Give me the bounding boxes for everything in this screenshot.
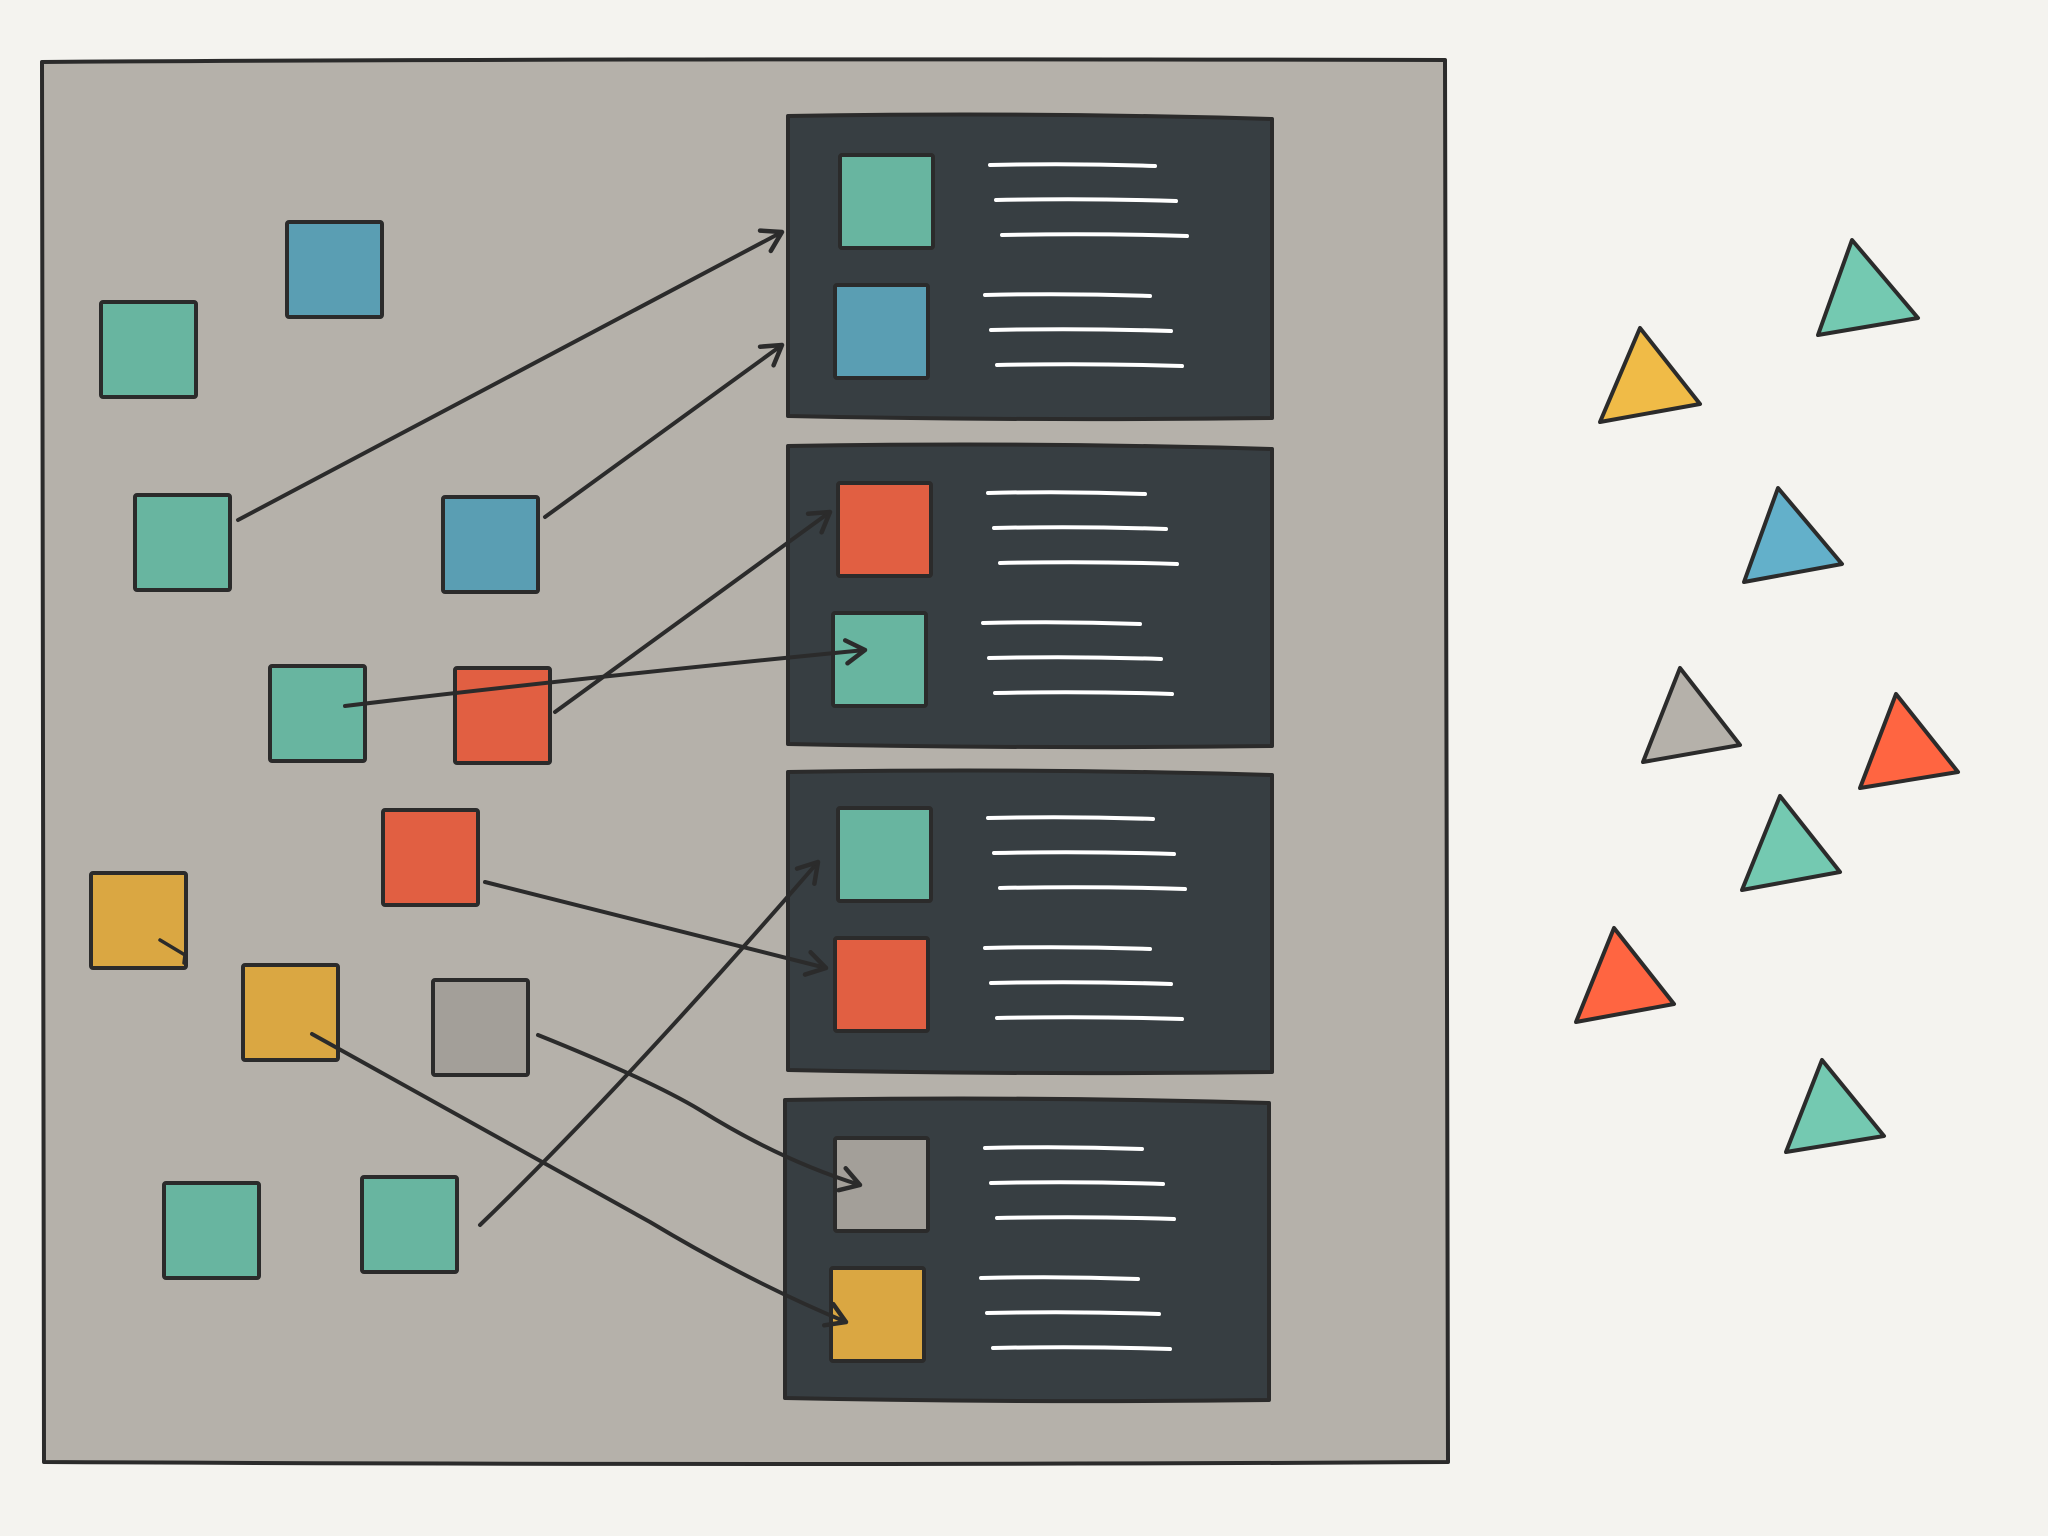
text-line	[991, 1345, 1172, 1351]
connection-arrow	[343, 638, 868, 708]
text-line	[993, 690, 1174, 696]
triangle-blue	[1742, 486, 1844, 584]
text-line	[983, 1145, 1144, 1151]
triangle-red	[1574, 926, 1676, 1024]
arrow-line	[543, 343, 784, 519]
text-line	[995, 362, 1184, 368]
item-square-blue	[441, 495, 540, 594]
arrow-line	[478, 860, 820, 1227]
arrow-line	[483, 880, 828, 970]
text-line	[979, 1275, 1140, 1281]
card-slot-teal	[838, 153, 935, 250]
arrow-head	[842, 638, 868, 666]
text-line	[985, 1310, 1161, 1316]
arrow-line	[236, 230, 784, 522]
card-slot-red	[836, 481, 933, 578]
connection-arrow	[478, 859, 821, 1227]
arrow-line	[310, 1032, 848, 1324]
text-line	[998, 885, 1187, 891]
arrow-head	[821, 1301, 849, 1328]
item-square-teal	[133, 493, 232, 592]
card-stack	[783, 112, 1274, 1404]
arrow-head	[794, 859, 821, 886]
connection-arrow	[543, 342, 785, 519]
text-line	[986, 815, 1155, 821]
arrow-head	[836, 1166, 863, 1193]
text-line	[983, 945, 1152, 951]
text-line	[995, 1015, 1184, 1021]
triangle-gray	[1641, 666, 1742, 764]
item-square-red	[381, 808, 480, 907]
text-line	[988, 162, 1157, 168]
outside-triangles	[1574, 238, 1960, 1154]
connection-arrow	[536, 1033, 863, 1193]
triangle-teal	[1740, 794, 1842, 892]
card-slot-teal	[836, 806, 933, 903]
text-line	[992, 850, 1176, 856]
item-square-yellow	[241, 963, 340, 1062]
triangle-yellow	[1598, 326, 1702, 424]
text-line	[992, 525, 1168, 531]
triangle-teal	[1816, 238, 1920, 337]
item-square-teal	[268, 664, 367, 763]
item-square-teal	[162, 1181, 261, 1280]
text-line	[981, 620, 1142, 626]
connection-arrows	[236, 228, 868, 1328]
arrow-head	[802, 950, 829, 977]
connection-arrow	[236, 228, 785, 522]
connection-arrow	[310, 1032, 849, 1328]
item-doodle	[158, 938, 187, 965]
arrow-line	[536, 1033, 862, 1187]
item-square-yellow	[89, 871, 188, 970]
text-line	[983, 292, 1152, 298]
text-line	[989, 327, 1173, 333]
triangle-teal	[1784, 1058, 1886, 1154]
text-line	[989, 980, 1173, 986]
item-square-teal	[360, 1175, 459, 1274]
triangle-red	[1858, 692, 1960, 790]
text-line	[1000, 232, 1189, 238]
item-square-teal	[99, 300, 198, 399]
text-line	[989, 1180, 1165, 1186]
arrow-head	[757, 228, 785, 254]
text-line	[987, 655, 1163, 661]
text-line	[986, 490, 1147, 496]
card-slot-gray	[833, 1136, 930, 1233]
text-line	[994, 197, 1178, 203]
arrow-head	[805, 509, 833, 535]
arrow-head	[757, 342, 785, 368]
arrow-line	[343, 648, 867, 708]
card-slot-red	[833, 936, 930, 1033]
item-square-gray	[431, 978, 530, 1077]
text-line	[998, 560, 1179, 566]
card-slot-teal	[831, 611, 928, 708]
item-square-blue	[285, 220, 384, 319]
connection-arrow	[483, 880, 829, 977]
card-slot-yellow	[829, 1266, 926, 1363]
card-slot-blue	[833, 283, 930, 380]
text-line	[995, 1215, 1176, 1221]
